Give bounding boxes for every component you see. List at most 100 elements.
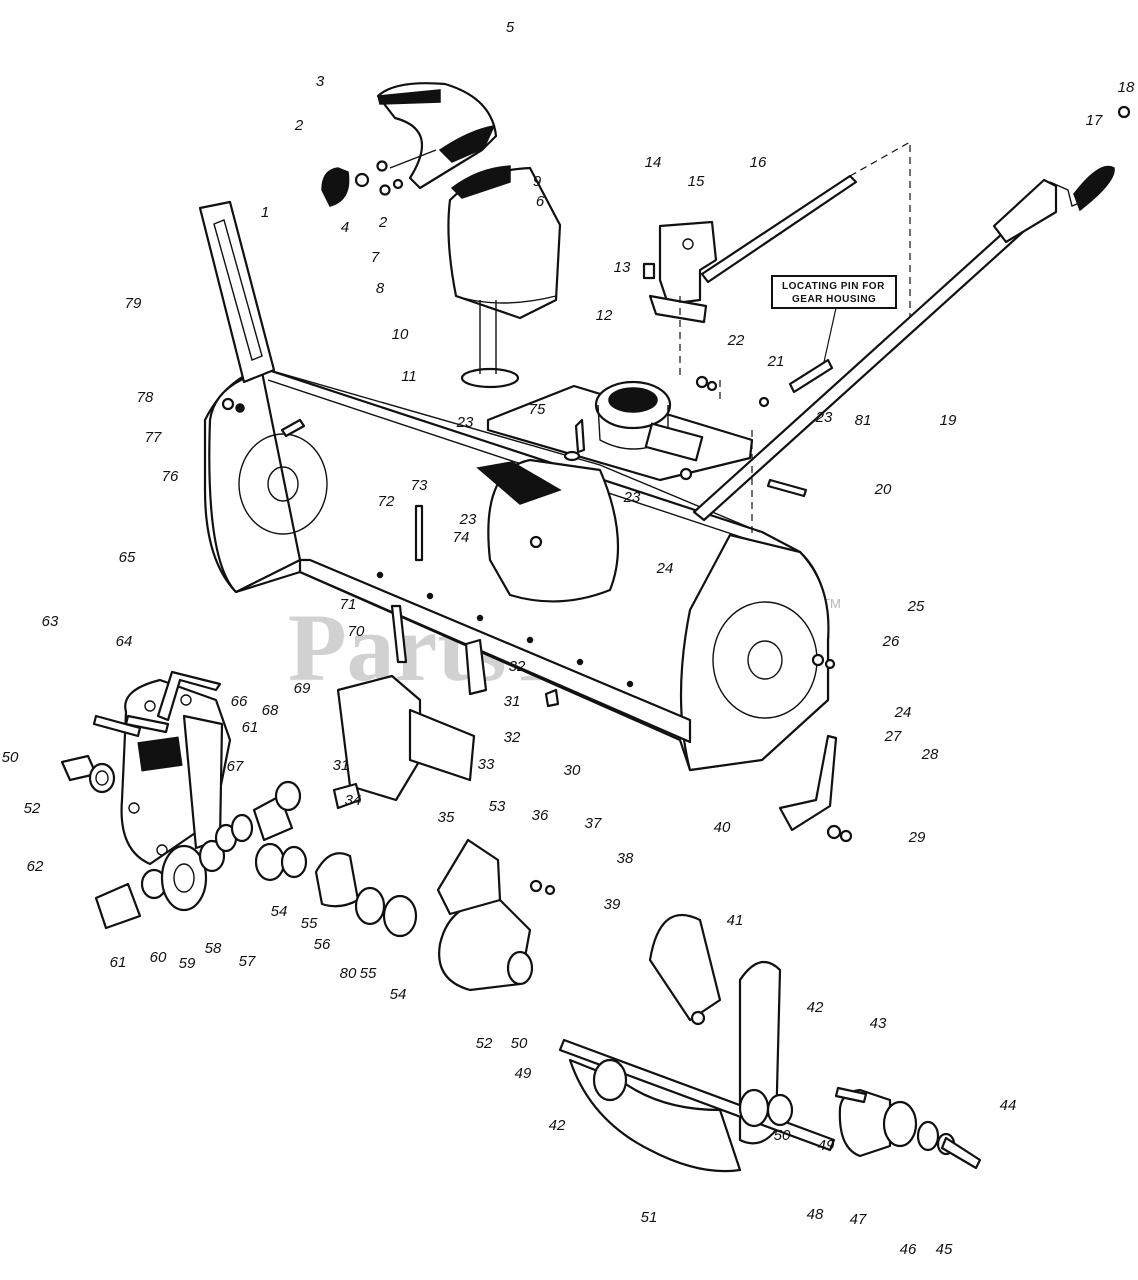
callout-49: 49 [515, 1065, 532, 1082]
callout-53: 53 [489, 798, 506, 815]
callout-32: 32 [504, 729, 521, 746]
callout-55: 55 [360, 965, 377, 982]
callout-15: 15 [688, 173, 705, 190]
callout-4: 4 [341, 219, 349, 236]
callout-69: 69 [294, 680, 311, 697]
callout-43: 43 [870, 1015, 887, 1032]
callout-34: 34 [345, 792, 362, 809]
callout-11: 11 [401, 368, 417, 385]
callout-56: 56 [314, 936, 331, 953]
callout-24: 24 [894, 704, 912, 721]
callout-35: 35 [438, 809, 455, 826]
callout-42: 42 [807, 999, 824, 1016]
left-bearings [60, 754, 302, 930]
callout-33: 33 [478, 756, 495, 773]
callout-78: 78 [137, 389, 154, 406]
callout-27: 27 [884, 728, 902, 745]
callout-2: 2 [294, 117, 304, 134]
callout-62: 62 [27, 858, 44, 875]
callout-80: 80 [340, 965, 357, 982]
small-hardware [221, 375, 808, 708]
callout-3: 3 [316, 73, 325, 90]
callout-23: 23 [815, 409, 833, 426]
callout-31: 31 [504, 693, 521, 710]
callout-23: 23 [459, 511, 477, 528]
callout-24: 24 [656, 560, 674, 577]
gear-housing [92, 670, 232, 866]
callout-14: 14 [645, 154, 662, 171]
callout-50: 50 [511, 1035, 528, 1052]
callout-54: 54 [271, 903, 288, 920]
callout-52: 52 [24, 800, 41, 817]
callout-12: 12 [596, 307, 613, 324]
callout-44: 44 [1000, 1097, 1017, 1114]
auger-housing [203, 366, 830, 772]
callout-61: 61 [242, 719, 259, 736]
callout-23: 23 [456, 414, 474, 431]
callout-51: 51 [641, 1209, 658, 1226]
chute-crank-bracket [642, 140, 911, 330]
callout-71: 71 [340, 596, 357, 613]
callout-26: 26 [882, 633, 900, 650]
note-line-1: LOCATING PIN FOR [782, 281, 885, 292]
callout-41: 41 [727, 912, 744, 929]
callout-46: 46 [900, 1241, 917, 1258]
callout-29: 29 [908, 829, 926, 846]
callout-59: 59 [179, 955, 196, 972]
callout-38: 38 [617, 850, 634, 867]
gear-train [254, 604, 556, 992]
callout-63: 63 [42, 613, 59, 630]
callout-50: 50 [774, 1127, 791, 1144]
callout-9: 9 [533, 173, 542, 190]
callout-68: 68 [262, 702, 279, 719]
callout-61: 61 [110, 954, 127, 971]
callout-36: 36 [532, 807, 549, 824]
callout-40: 40 [714, 819, 731, 836]
callout-8: 8 [376, 280, 385, 297]
callout-74: 74 [453, 529, 470, 546]
callout-81: 81 [855, 412, 872, 429]
chute-crank-rod [679, 105, 1131, 536]
callout-70: 70 [348, 623, 365, 640]
callout-10: 10 [392, 326, 409, 343]
callout-48: 48 [807, 1206, 824, 1223]
callout-20: 20 [874, 481, 892, 498]
callout-6: 6 [536, 193, 545, 210]
callout-72: 72 [378, 493, 395, 510]
auger [558, 914, 982, 1173]
callout-28: 28 [921, 746, 939, 763]
mounting-bracket [198, 200, 276, 384]
callout-42: 42 [549, 1117, 566, 1134]
callout-17: 17 [1086, 112, 1103, 129]
callout-16: 16 [750, 154, 767, 171]
callout-22: 22 [727, 332, 745, 349]
callout-2: 2 [378, 214, 388, 231]
callout-32: 32 [509, 658, 526, 675]
callout-65: 65 [119, 549, 136, 566]
callout-25: 25 [907, 598, 925, 615]
right-skid-bracket [778, 653, 853, 843]
callout-47: 47 [850, 1211, 867, 1228]
discharge-chute [321, 82, 562, 389]
callout-58: 58 [205, 940, 222, 957]
callout-18: 18 [1118, 79, 1135, 96]
callout-13: 13 [614, 259, 631, 276]
callout-73: 73 [411, 477, 428, 494]
callout-1: 1 [261, 204, 269, 221]
callout-76: 76 [162, 468, 179, 485]
callout-21: 21 [767, 353, 785, 370]
callout-37: 37 [585, 815, 602, 832]
callout-60: 60 [150, 949, 167, 966]
locating-pin-note: LOCATING PIN FOR GEAR HOUSING [771, 275, 897, 394]
callout-23: 23 [623, 489, 641, 506]
callout-54: 54 [390, 986, 407, 1003]
callout-5: 5 [506, 19, 515, 36]
callout-45: 45 [936, 1241, 953, 1258]
callout-67: 67 [227, 758, 244, 775]
callout-57: 57 [239, 953, 256, 970]
callout-55: 55 [301, 915, 318, 932]
callout-31: 31 [333, 757, 350, 774]
callout-79: 79 [125, 295, 142, 312]
callout-49: 49 [818, 1137, 835, 1154]
